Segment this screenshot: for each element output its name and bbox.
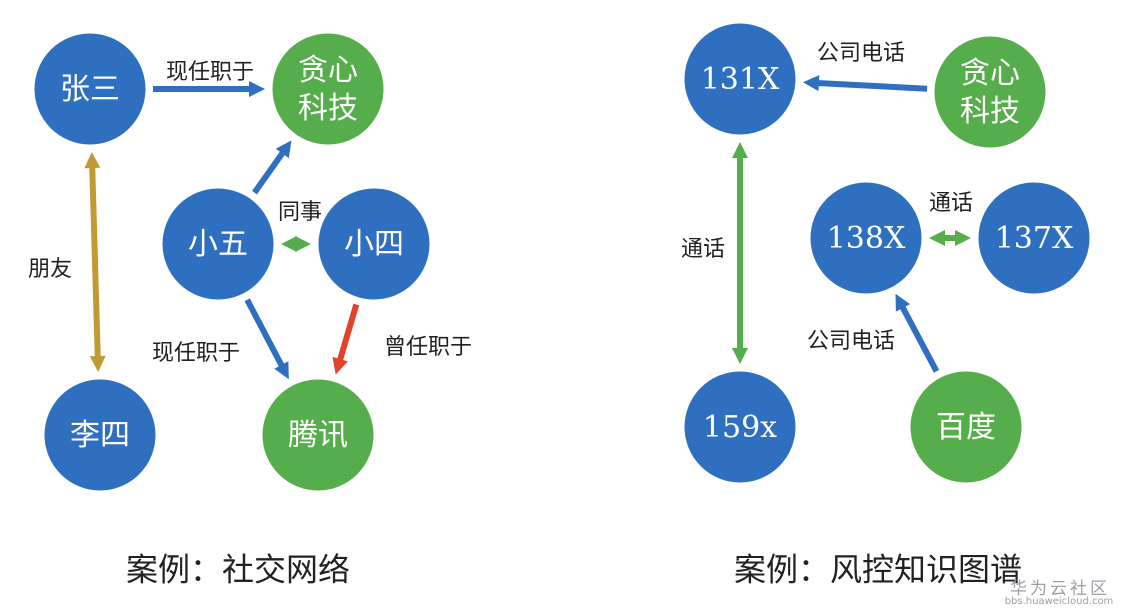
edge-line bbox=[816, 80, 928, 92]
node-circle bbox=[269, 30, 387, 148]
arrowhead bbox=[732, 142, 748, 158]
arrowhead bbox=[955, 230, 971, 246]
watermark-title: 华为云社区 bbox=[1010, 579, 1110, 599]
node-label: 小四 bbox=[344, 227, 404, 262]
arrowhead bbox=[802, 75, 820, 92]
edge-xiaowu-tanxin_a bbox=[252, 140, 292, 195]
node-label: 贪心 bbox=[298, 53, 358, 88]
edge-label: 现任职于 bbox=[152, 341, 240, 366]
edge-zhangsan-lisi bbox=[84, 152, 106, 372]
edge-line bbox=[89, 165, 101, 359]
node-n159: 159x bbox=[681, 368, 799, 486]
node-circle bbox=[807, 179, 925, 297]
node-n131: 131X bbox=[681, 20, 799, 138]
edge-line bbox=[252, 150, 286, 195]
node-label: 科技 bbox=[960, 94, 1020, 129]
caption-risk: 案例：风控知识图谱 bbox=[734, 551, 1022, 589]
arrowhead bbox=[295, 236, 311, 252]
edge-baidu-n138 bbox=[895, 293, 940, 373]
edge-xiaowu-tengxun bbox=[244, 298, 289, 380]
node-circle bbox=[259, 376, 377, 494]
edge-label: 朋友 bbox=[28, 257, 72, 282]
node-label: 腾讯 bbox=[288, 418, 348, 453]
edge-line bbox=[336, 303, 360, 362]
node-label: 科技 bbox=[298, 91, 358, 126]
edge-n138-n137 bbox=[929, 230, 971, 246]
node-label: 李四 bbox=[70, 418, 130, 453]
caption-social: 案例：社交网络 bbox=[126, 551, 350, 589]
node-circle bbox=[31, 30, 149, 148]
node-label: 张三 bbox=[60, 72, 120, 107]
node-circle bbox=[159, 185, 277, 303]
edge-line bbox=[244, 298, 285, 369]
edge-xiaowu-xiaosi bbox=[281, 236, 311, 252]
node-circle bbox=[681, 20, 799, 138]
edge-xiaosi-tengxun bbox=[332, 303, 360, 375]
arrowhead bbox=[249, 81, 265, 97]
edge-label: 公司电话 bbox=[807, 329, 895, 354]
arrowhead bbox=[929, 230, 945, 246]
watermark-url: bbs.huaweicloud.com bbox=[1004, 596, 1114, 607]
node-n137: 137X bbox=[975, 179, 1093, 297]
node-label: 131X bbox=[701, 62, 780, 97]
node-circle bbox=[975, 179, 1093, 297]
node-circle bbox=[931, 33, 1049, 151]
node-label: 百度 bbox=[936, 410, 996, 445]
edge-label: 曾任职于 bbox=[384, 335, 472, 360]
edge-labels-layer: 现任职于同事朋友现任职于曾任职于公司电话通话通话公司电话 bbox=[28, 41, 973, 366]
edge-label: 现任职于 bbox=[166, 60, 254, 85]
arrowhead bbox=[732, 348, 748, 364]
node-n138: 138X bbox=[807, 179, 925, 297]
edges-layer bbox=[84, 75, 971, 380]
arrowhead bbox=[281, 236, 297, 252]
arrowhead bbox=[275, 140, 292, 159]
node-label: 贪心 bbox=[960, 56, 1020, 91]
edge-tanxin_b-n131 bbox=[802, 75, 928, 92]
arrowhead bbox=[84, 152, 101, 169]
node-circle bbox=[681, 368, 799, 486]
node-circle bbox=[41, 376, 159, 494]
node-lisi: 李四 bbox=[41, 376, 159, 494]
node-label: 138X bbox=[827, 221, 906, 256]
node-xiaowu: 小五 bbox=[159, 185, 277, 303]
node-label: 小五 bbox=[188, 227, 248, 262]
edge-label: 公司电话 bbox=[817, 41, 905, 66]
arrowhead bbox=[274, 361, 289, 380]
edge-label: 同事 bbox=[278, 200, 322, 225]
node-label: 137X bbox=[995, 221, 1074, 256]
node-xiaosi: 小四 bbox=[315, 185, 433, 303]
node-zhangsan: 张三 bbox=[31, 30, 149, 148]
captions-layer: 案例：社交网络 案例：风控知识图谱 bbox=[126, 551, 1022, 589]
arrowhead bbox=[332, 356, 348, 375]
node-circle bbox=[907, 368, 1025, 486]
arrowhead bbox=[895, 293, 910, 312]
edge-label: 通话 bbox=[681, 237, 725, 262]
edge-n131-n159 bbox=[732, 142, 748, 364]
edge-line bbox=[899, 304, 940, 373]
node-tengxun: 腾讯 bbox=[259, 376, 377, 494]
node-circle bbox=[315, 185, 433, 303]
arrowhead bbox=[89, 355, 106, 372]
edge-label: 通话 bbox=[929, 191, 973, 216]
node-baidu: 百度 bbox=[907, 368, 1025, 486]
node-label: 159x bbox=[703, 410, 777, 445]
edge-zhangsan-tanxin_a bbox=[153, 81, 265, 97]
